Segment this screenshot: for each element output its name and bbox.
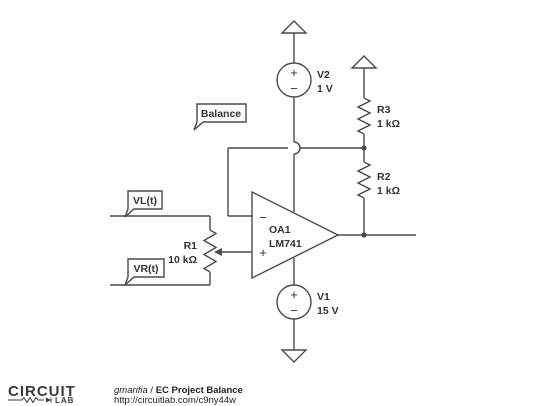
- net-label-vr[interactable]: VR(t): [124, 258, 165, 286]
- net-label-balance[interactable]: Balance: [193, 103, 247, 131]
- project-url-link[interactable]: http://circuitlab.com/c9ny44w: [114, 395, 236, 406]
- v2-name-label: V2: [317, 69, 330, 81]
- junction-dot-feedback: [361, 145, 367, 151]
- author-name[interactable]: gmarifia: [114, 385, 148, 396]
- project-title[interactable]: EC Project Balance: [155, 385, 243, 396]
- v1-value-label: 15 V: [317, 305, 339, 317]
- source-circle-icon: [276, 284, 312, 320]
- vl-label-text: VL(t): [133, 195, 157, 207]
- circuitlab-logo-wordmark: CIRCUIT: [8, 383, 76, 400]
- callout-tag-icon: [124, 258, 165, 286]
- circuitlab-logo-resistor-icon: [8, 397, 52, 403]
- v2-plus-sign: +: [290, 65, 298, 80]
- supply-rail-arrow-bottom: [280, 349, 308, 363]
- v2-minus-sign: −: [290, 81, 298, 96]
- wiper-arrow-icon: [214, 248, 222, 256]
- r3-name-label: R3: [377, 104, 391, 116]
- v1-minus-sign: −: [290, 303, 298, 318]
- source-circle-icon: [276, 62, 312, 98]
- opamp-oa1[interactable]: − + OA1 LM741: [251, 190, 340, 280]
- v1-name-label: V1: [317, 291, 330, 303]
- circuitlab-logo-lab: LAB: [55, 396, 75, 405]
- callout-tag-icon: [124, 190, 163, 218]
- callout-tag-icon: [193, 103, 247, 131]
- potentiometer-r1-icon[interactable]: [202, 229, 218, 273]
- opamp-name-label: OA1: [269, 224, 291, 236]
- byline-separator: /: [147, 385, 156, 396]
- footer-bar: CIRCUIT LAB gmarifia / EC Project Balanc…: [0, 381, 540, 406]
- voltage-source-v2[interactable]: + −: [276, 62, 312, 98]
- vr-label-text: VR(t): [133, 263, 158, 275]
- opamp-inverting-sign: −: [259, 210, 267, 225]
- circuit-schematic: + − V2 1 V + − V1 15 V R3 1 kΩ R2 1 kΩ R…: [110, 20, 416, 363]
- supply-rail-arrow-top: [280, 20, 308, 34]
- r1-value-label: 10 kΩ: [168, 254, 197, 266]
- r2-value-label: 1 kΩ: [377, 185, 400, 197]
- project-byline: gmarifia / EC Project Balance: [114, 385, 243, 396]
- r2-name-label: R2: [377, 171, 391, 183]
- voltage-source-v1[interactable]: + −: [276, 284, 312, 320]
- wire-crossover-hop: [293, 141, 301, 155]
- junction-dot-output: [361, 232, 367, 238]
- v1-plus-sign: +: [290, 287, 298, 302]
- opamp-model-label: LM741: [269, 238, 302, 250]
- supply-rail-arrow-r3: [350, 55, 378, 69]
- v2-value-label: 1 V: [317, 83, 333, 95]
- opamp-triangle-icon: [251, 190, 340, 280]
- opamp-noninverting-sign: +: [259, 245, 267, 260]
- r3-value-label: 1 kΩ: [377, 118, 400, 130]
- wires: [110, 33, 416, 350]
- net-label-vl[interactable]: VL(t): [124, 190, 163, 218]
- balance-label-text: Balance: [201, 108, 241, 120]
- r1-name-label: R1: [184, 240, 198, 252]
- resistor-r2-icon[interactable]: [356, 161, 372, 199]
- resistor-r3-icon[interactable]: [356, 97, 372, 135]
